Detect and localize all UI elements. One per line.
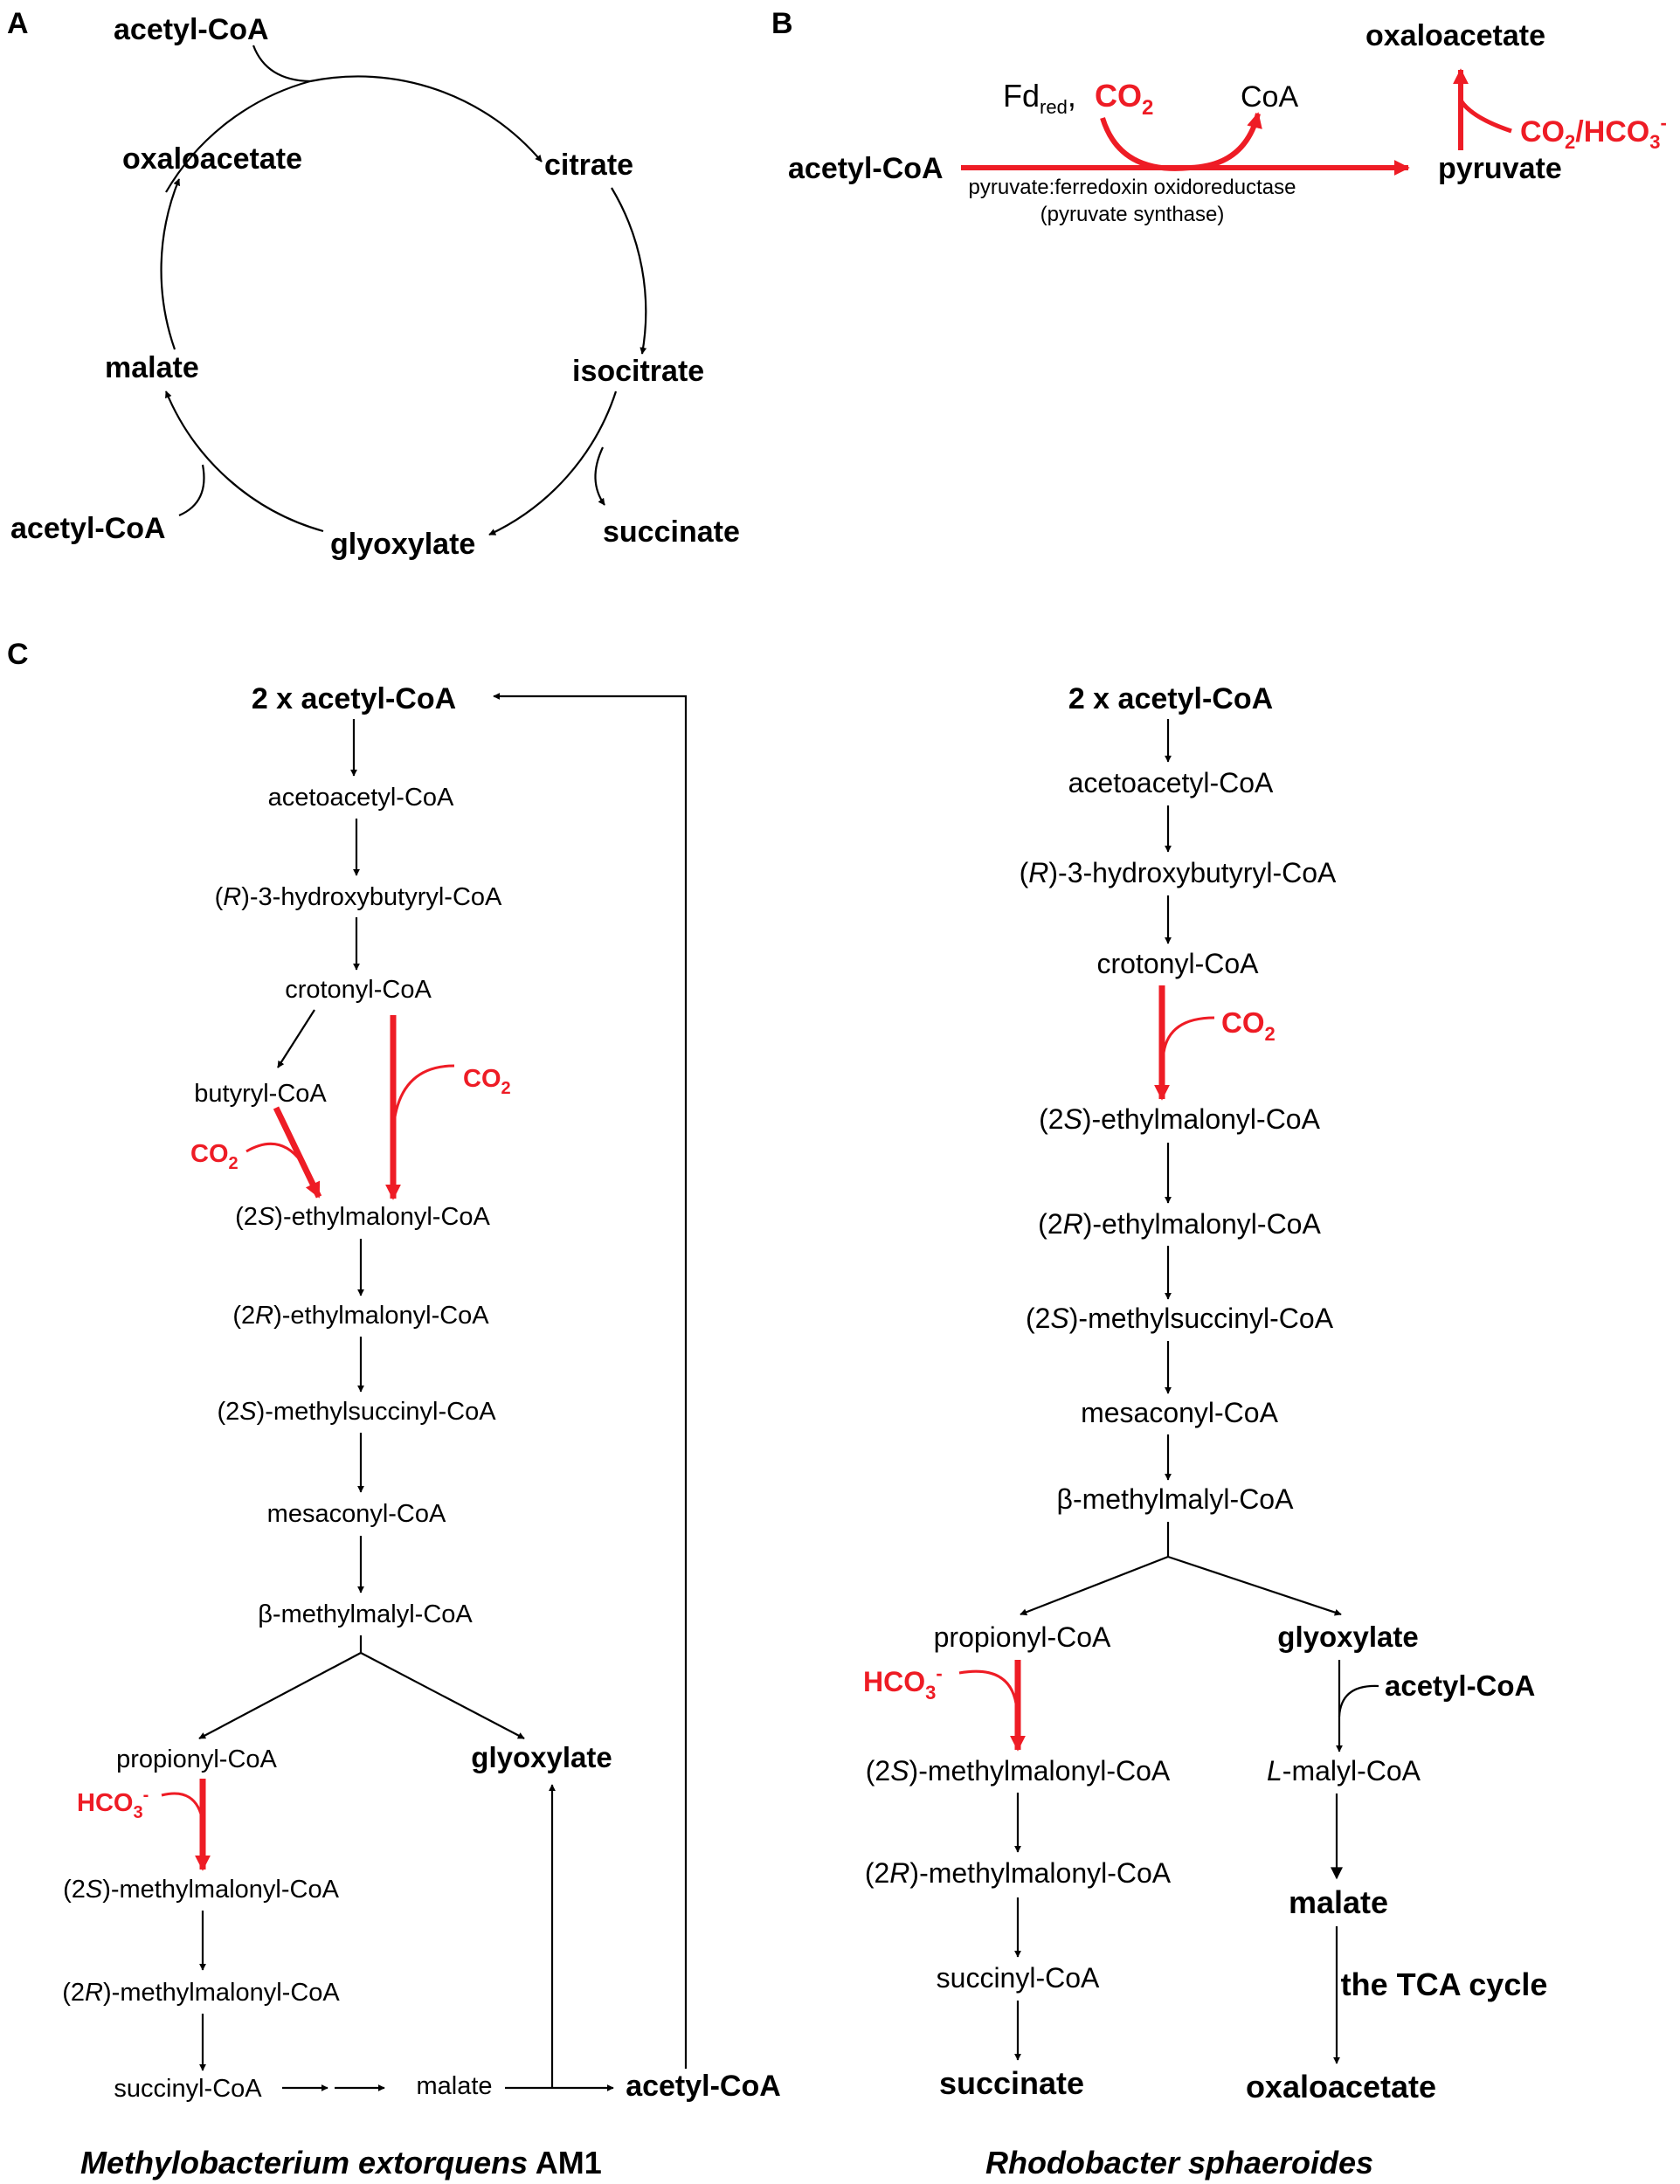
panel-b: B oxaloacetate Fdred, CO2 CoA acetyl-CoA… <box>771 7 1667 226</box>
l-red-curl-co2-left <box>245 1143 303 1163</box>
l-arrow-crotonyl-to-butyryl <box>277 1009 315 1068</box>
b-co2-hco3: CO2/HCO3- <box>1520 112 1667 153</box>
l-r-3-hydroxybutyryl-coa: (R)-3-hydroxybutyryl-CoA <box>215 883 502 911</box>
b-enzyme-name: pyruvate:ferredoxin oxidoreductase <box>969 176 1296 199</box>
l-propionyl-coa: propionyl-CoA <box>116 1745 277 1773</box>
curl-co2-hco3-in <box>1458 99 1512 134</box>
l-organism-label: Methylobacterium extorquens AM1 <box>80 2145 602 2181</box>
curl-co2-in <box>1100 117 1191 171</box>
b-oxaloacetate: oxaloacetate <box>1365 19 1545 52</box>
l-mesaconyl-coa: mesaconyl-CoA <box>267 1500 446 1528</box>
panel-label-c: C <box>7 638 29 671</box>
a-citrate: citrate <box>544 149 633 182</box>
l-2s-methylmalonyl-coa: (2S)-methylmalonyl-CoA <box>63 1876 340 1904</box>
l-2s-methylsuccinyl-coa: (2S)-methylsuccinyl-CoA <box>217 1398 496 1426</box>
a-succinate: succinate <box>603 515 740 549</box>
l-2s-ethylmalonyl-coa: (2S)-ethylmalonyl-CoA <box>235 1203 490 1231</box>
r-2s-methylsuccinyl-coa: (2S)-methylsuccinyl-CoA <box>1026 1303 1334 1334</box>
b-enzyme-alias: (pyruvate synthase) <box>1040 203 1225 226</box>
l-glyoxylate: glyoxylate <box>471 1741 612 1773</box>
a-glyoxylate: glyoxylate <box>330 528 475 561</box>
l-arrow-acetyl-coa-recycle <box>493 693 688 2069</box>
l-acetoacetyl-coa: acetoacetyl-CoA <box>268 784 454 812</box>
r-glyoxylate: glyoxylate <box>1277 1621 1418 1653</box>
l-arrow-to-propionyl <box>198 1652 362 1739</box>
l-red-curl-co2-right <box>391 1064 455 1132</box>
l-red-curl-hco3 <box>161 1792 204 1822</box>
panel-c-left: C 2 x acetyl-CoA acetoacetyl-CoA (R)-3-h… <box>7 638 781 2181</box>
curl-coa-out <box>1189 112 1262 170</box>
r-acetoacetyl-coa: acetoacetyl-CoA <box>1068 767 1274 798</box>
r-r-3-hydroxybutyryl-coa: (R)-3-hydroxybutyryl-CoA <box>1020 857 1337 888</box>
l-crotonyl-coa: crotonyl-CoA <box>285 976 432 1004</box>
r-propionyl-coa: propionyl-CoA <box>934 1621 1111 1653</box>
l-succinyl-coa: succinyl-CoA <box>114 2075 262 2103</box>
r-2r-ethylmalonyl-coa: (2R)-ethylmalonyl-CoA <box>1038 1208 1321 1240</box>
r-mesaconyl-coa: mesaconyl-CoA <box>1081 1397 1279 1428</box>
l-2r-methylmalonyl-coa: (2R)-methylmalonyl-CoA <box>62 1979 340 2007</box>
r-acetyl-coa: acetyl-CoA <box>1385 1669 1535 1702</box>
r-red-curl-hco3 <box>958 1669 1018 1704</box>
r-2s-methylmalonyl-coa: (2S)-methylmalonyl-CoA <box>866 1755 1171 1787</box>
a-malate: malate <box>105 351 199 384</box>
a-oxaloacetate: oxaloacetate <box>122 142 302 176</box>
r-2s-ethylmalonyl-coa: (2S)-ethylmalonyl-CoA <box>1039 1103 1321 1135</box>
panel-label-a: A <box>7 7 29 40</box>
r-organism-label: Rhodobacter sphaeroides <box>985 2145 1373 2181</box>
arrow-to-isocitrate <box>611 187 647 355</box>
r-l-malyl-coa: L-malyl-CoA <box>1267 1755 1421 1787</box>
arrow-to-oxaloacetate <box>160 178 181 350</box>
curl-acetyl-coa-in-top <box>252 45 311 83</box>
r-co2: CO2 <box>1221 1006 1276 1045</box>
arrow-to-citrate <box>309 75 543 162</box>
l-2x-acetyl-coa: 2 x acetyl-CoA <box>252 682 456 715</box>
r-hco3: HCO3- <box>863 1662 943 1704</box>
l-malate: malate <box>416 2072 492 2100</box>
a-isocitrate: isocitrate <box>572 355 704 388</box>
arrow-to-malate <box>164 390 324 533</box>
l-co2-right: CO2 <box>463 1065 511 1098</box>
r-arrow-to-glyoxylate <box>1167 1555 1342 1616</box>
l-red-arrow-butyryl-to-ethylmalonyl <box>273 1106 322 1199</box>
panel-label-b: B <box>771 7 793 40</box>
l-beta-methylmalyl-coa: β-methylmalyl-CoA <box>258 1600 473 1628</box>
r-succinyl-coa: succinyl-CoA <box>937 1962 1100 1994</box>
r-beta-methylmalyl-coa: β-methylmalyl-CoA <box>1057 1483 1295 1515</box>
r-crotonyl-coa: crotonyl-CoA <box>1097 948 1260 979</box>
r-succinate: succinate <box>939 2065 1084 2101</box>
b-coa: CoA <box>1241 80 1298 114</box>
r-arrow-to-propionyl <box>1020 1555 1169 1616</box>
b-fd-reduced: Fdred, <box>1003 78 1076 118</box>
b-pyruvate: pyruvate <box>1438 152 1562 185</box>
arrow-to-glyoxylate <box>488 390 618 536</box>
curl-succinate-out <box>594 446 605 506</box>
curl-acetyl-coa-in-left <box>178 464 205 517</box>
a-acetyl-coa-top: acetyl-CoA <box>114 13 269 46</box>
l-hco3: HCO3- <box>77 1786 149 1822</box>
l-co2-left: CO2 <box>190 1140 239 1173</box>
panel-c-right: 2 x acetyl-CoA acetoacetyl-CoA (R)-3-hyd… <box>863 682 1547 2181</box>
b-co2: CO2 <box>1095 78 1153 120</box>
b-acetyl-coa: acetyl-CoA <box>788 152 944 185</box>
l-acetyl-coa: acetyl-CoA <box>626 2070 781 2103</box>
l-2r-ethylmalonyl-coa: (2R)-ethylmalonyl-CoA <box>232 1302 489 1330</box>
l-arrow-to-glyoxylate <box>360 1652 525 1739</box>
l-butyryl-coa: butyryl-CoA <box>194 1080 327 1108</box>
r-2x-acetyl-coa: 2 x acetyl-CoA <box>1068 682 1273 715</box>
panel-a: A acetyl-CoA oxaloacetate citrate malate… <box>7 7 740 561</box>
r-curl-acetyl-coa-in <box>1338 1684 1379 1717</box>
a-acetyl-coa-left: acetyl-CoA <box>10 512 166 545</box>
r-malate: malate <box>1289 1884 1388 1920</box>
r-oxaloacetate: oxaloacetate <box>1246 2069 1436 2105</box>
r-2r-methylmalonyl-coa: (2R)-methylmalonyl-CoA <box>865 1857 1172 1889</box>
r-red-curl-co2 <box>1162 1016 1215 1054</box>
r-tca-cycle: the TCA cycle <box>1341 1966 1548 2002</box>
cycle-arc-oxaloacetate-top <box>165 79 311 193</box>
